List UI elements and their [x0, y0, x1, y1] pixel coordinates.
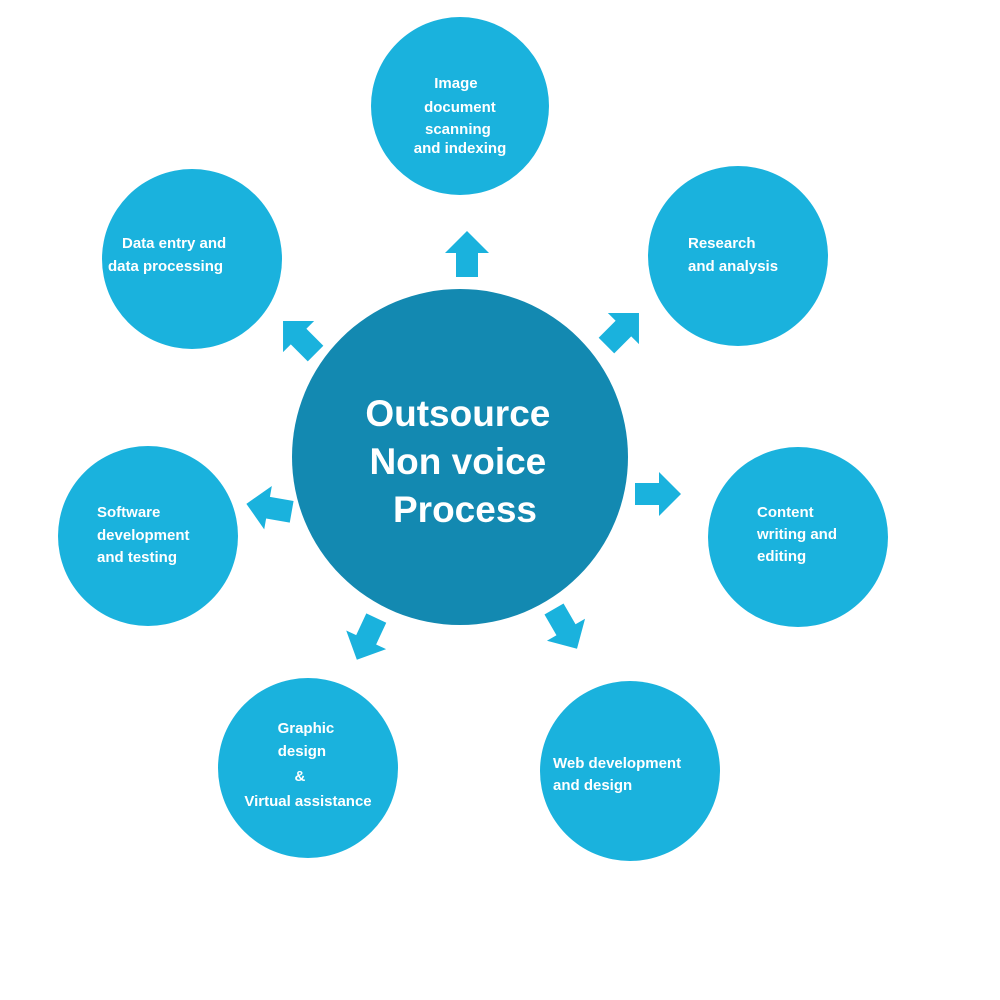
arrow-down-left-icon — [336, 608, 397, 670]
node-data-entry: Data entry and data processing — [102, 169, 282, 349]
node-software: Software development and testing — [58, 446, 238, 626]
arrow-down-right-icon — [534, 597, 597, 660]
node-research-label: Research and analysis — [688, 235, 778, 275]
node-graphic-label: Graphic design & Virtual assistance — [244, 720, 371, 810]
arrow-left-icon — [242, 482, 296, 534]
node-graphic: Graphic design & Virtual assistance — [218, 678, 398, 858]
node-image: Image document scanning and indexing — [371, 17, 549, 195]
node-image-label: Image document scanning and indexing — [414, 75, 507, 157]
node-web-label: Web development and design — [553, 755, 685, 794]
node-data-entry-label: Data entry and data processing — [108, 235, 230, 275]
node-web: Web development and design — [540, 681, 720, 861]
node-content: Content writing and editing — [708, 447, 888, 627]
arrow-right-icon — [635, 472, 681, 516]
arrow-up-left-icon — [267, 305, 332, 370]
node-software-label: Software development and testing — [97, 504, 194, 566]
arrow-up-icon — [445, 231, 489, 277]
center-circle — [292, 289, 628, 625]
node-research: Research and analysis — [648, 166, 828, 346]
center-title: Outsource Non voice Process — [365, 393, 560, 530]
node-content-label: Content writing and editing — [756, 504, 841, 565]
arrow-up-right-icon — [590, 297, 655, 362]
